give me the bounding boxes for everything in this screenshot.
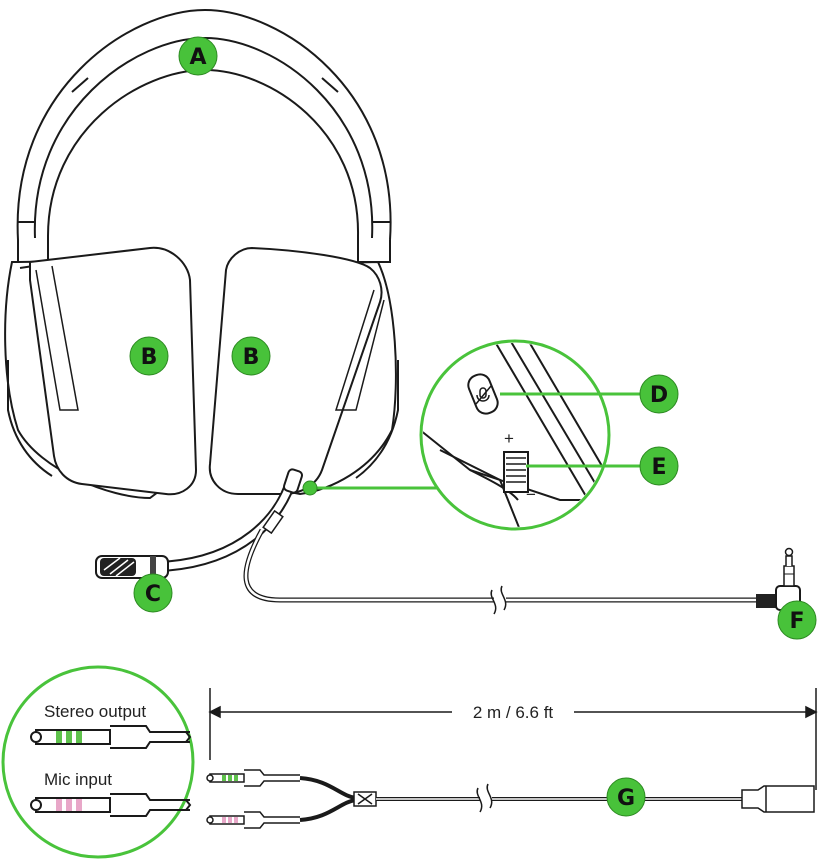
headset-cable [246, 530, 756, 614]
connector-legend: Stereo output Mic input [3, 667, 193, 857]
callout-f: F [778, 601, 816, 639]
splitter-cable [207, 770, 814, 828]
callout-d-label: D [650, 383, 668, 408]
callout-b-left-label: B [141, 345, 158, 370]
left-earpad [30, 248, 196, 494]
zoom-inset: + − [420, 340, 622, 530]
mic-input-label: Mic input [44, 770, 112, 789]
volume-wheel [504, 452, 528, 492]
volume-plus-label: + [504, 429, 514, 448]
callout-b-right: B [232, 337, 270, 375]
callout-g-label: G [617, 786, 635, 811]
volume-minus-label: − [526, 485, 536, 504]
callout-g: G [607, 778, 645, 816]
stereo-output-label: Stereo output [44, 702, 146, 721]
cable-length-label: 2 m / 6.6 ft [473, 703, 554, 722]
callout-c: C [134, 574, 172, 612]
callout-a: A [179, 37, 217, 75]
zoom-anchor-dot [303, 481, 317, 495]
callout-b-left: B [130, 337, 168, 375]
callout-c-label: C [145, 582, 161, 607]
callout-a-label: A [189, 45, 206, 70]
combo-plug [756, 549, 800, 611]
callout-d: D [640, 375, 678, 413]
callout-f-label: F [789, 609, 804, 634]
callout-b-right-label: B [243, 345, 260, 370]
callout-e-label: E [651, 455, 666, 480]
callout-e: E [640, 447, 678, 485]
